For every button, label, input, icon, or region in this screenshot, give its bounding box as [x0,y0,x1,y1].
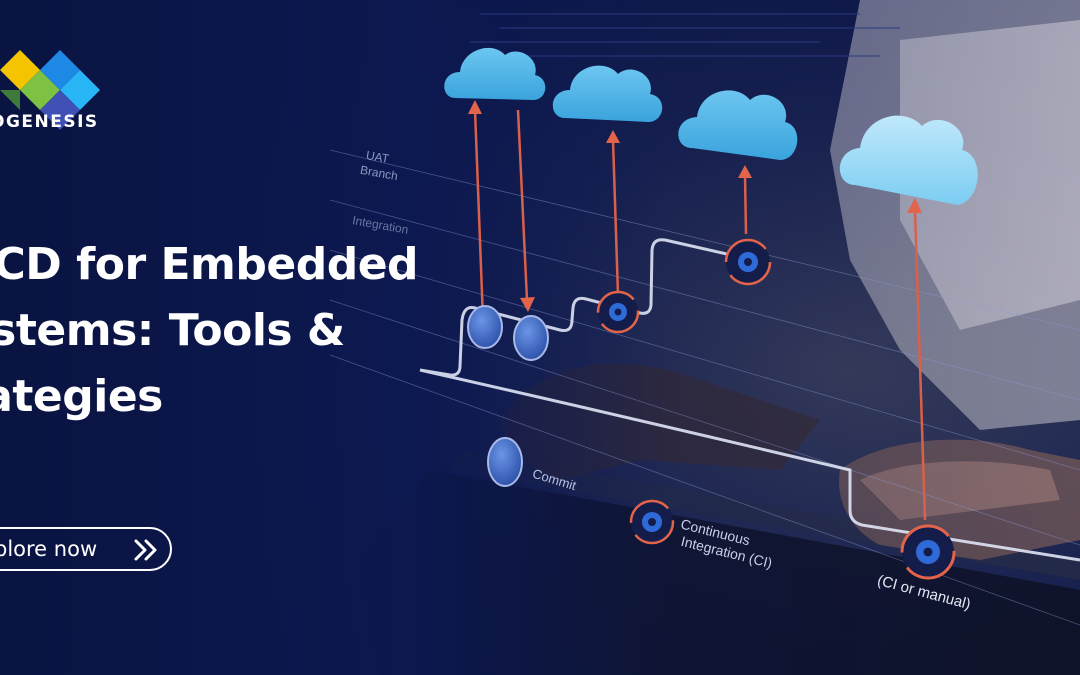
gear-icon [629,499,675,545]
page-title: I/CD for Embedded ystems: Tools & rategi… [0,232,482,430]
explore-now-button[interactable]: plore now [0,527,172,571]
headline-line: rategies [0,371,163,422]
brand-name: OGENESIS [0,112,99,132]
double-chevron-right-icon [134,539,157,561]
cloud-icon [678,90,798,160]
gear-icon [596,290,640,334]
gear-icon [900,524,956,580]
lane-lines [329,149,1080,626]
pipeline-path [419,238,1080,562]
cloud-icon [839,115,978,205]
headline-line: ystems: Tools & [0,305,345,356]
company-logo [0,50,100,130]
cloud-icon [444,47,546,100]
deploy-arrows [468,100,927,521]
commit-node [467,305,549,487]
cloud-icon [552,65,663,122]
gear-icon [724,238,772,286]
code-lines [470,13,900,57]
explore-now-label: plore now [0,537,98,561]
headline-line: I/CD for Embedded [0,239,419,290]
